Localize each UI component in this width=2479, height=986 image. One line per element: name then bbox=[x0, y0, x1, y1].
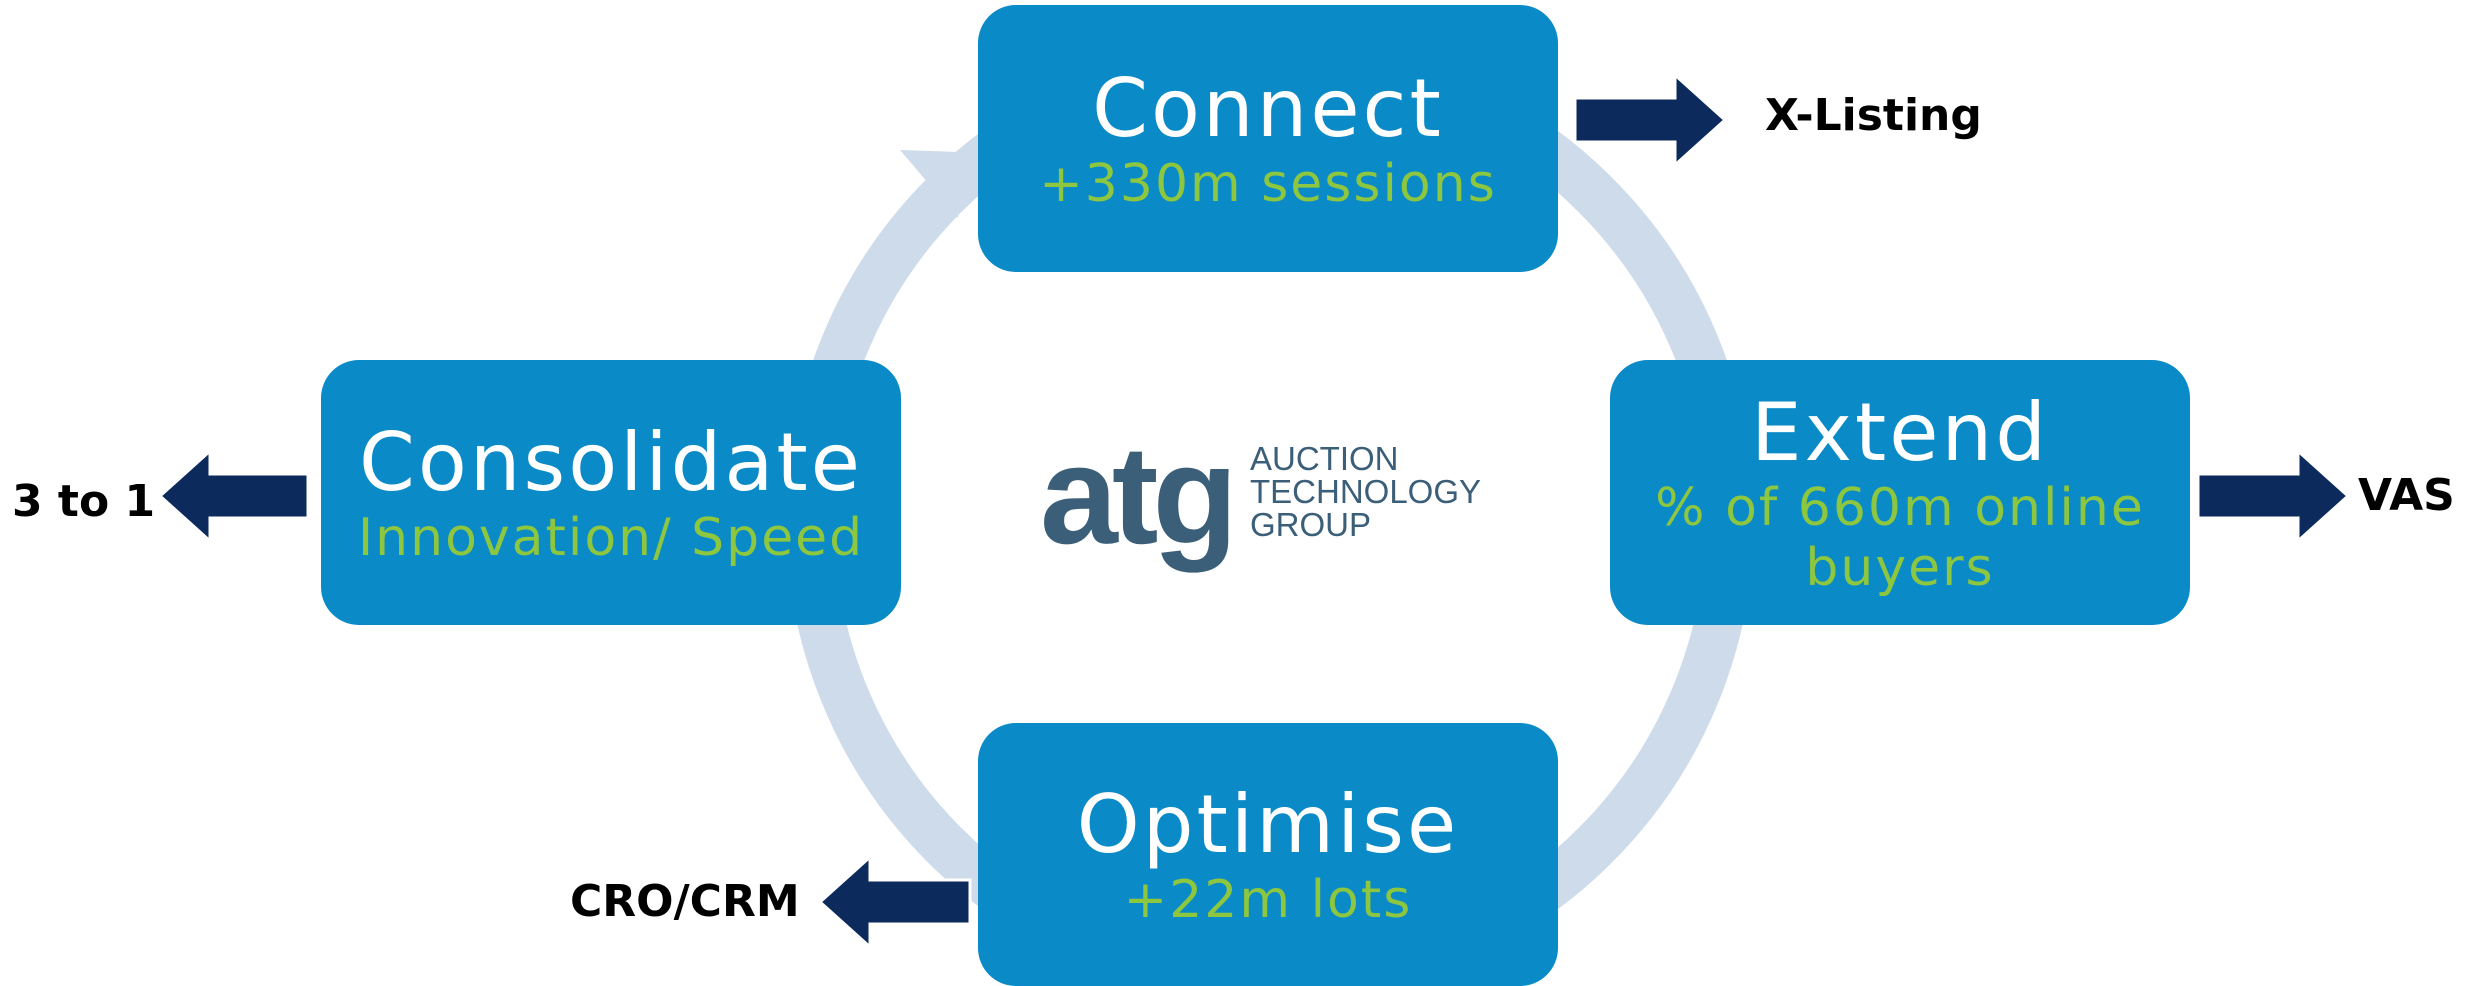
optimise-subtitle: +22m lots bbox=[1123, 869, 1413, 930]
consolidate-subtitle: Innovation/ Speed bbox=[357, 507, 865, 568]
connect-outcome-label: X-Listing bbox=[1765, 90, 1982, 141]
atg-logo-mark: atg bbox=[1040, 416, 1238, 573]
optimise-title: Optimise bbox=[1076, 777, 1460, 871]
extend-outcome-label: VAS bbox=[2358, 470, 2455, 521]
extend-title: Extend bbox=[1751, 385, 2049, 479]
extend-subtitle: % of 660m online buyers bbox=[1655, 477, 2145, 598]
consolidate-outcome-label: 3 to 1 bbox=[12, 476, 156, 527]
logo-name-line-3: GROUP bbox=[1250, 506, 1372, 543]
atg-logo: atg AUCTION TECHNOLOGY GROUP bbox=[1040, 425, 1481, 565]
consolidate-outcome-arrow bbox=[157, 447, 310, 545]
extend-outcome-arrow bbox=[2196, 447, 2351, 545]
logo-name-line-1: AUCTION bbox=[1250, 440, 1399, 477]
consolidate-stage-box: Consolidate Innovation/ Speed bbox=[321, 360, 901, 625]
connect-stage-box: Connect +330m sessions bbox=[978, 5, 1558, 272]
optimise-outcome-arrow bbox=[817, 853, 972, 951]
extend-stage-box: Extend % of 660m online buyers bbox=[1610, 360, 2190, 625]
connect-subtitle: +330m sessions bbox=[1039, 153, 1497, 214]
consolidate-title: Consolidate bbox=[359, 415, 863, 509]
cycle-arrowhead bbox=[900, 150, 960, 218]
connect-title: Connect bbox=[1092, 61, 1444, 155]
optimise-outcome-label: CRO/CRM bbox=[570, 876, 800, 927]
optimise-stage-box: Optimise +22m lots bbox=[978, 723, 1558, 986]
connect-outcome-arrow bbox=[1573, 71, 1728, 169]
atg-logo-name: AUCTION TECHNOLOGY GROUP bbox=[1250, 442, 1481, 541]
logo-name-line-2: TECHNOLOGY bbox=[1250, 473, 1482, 510]
